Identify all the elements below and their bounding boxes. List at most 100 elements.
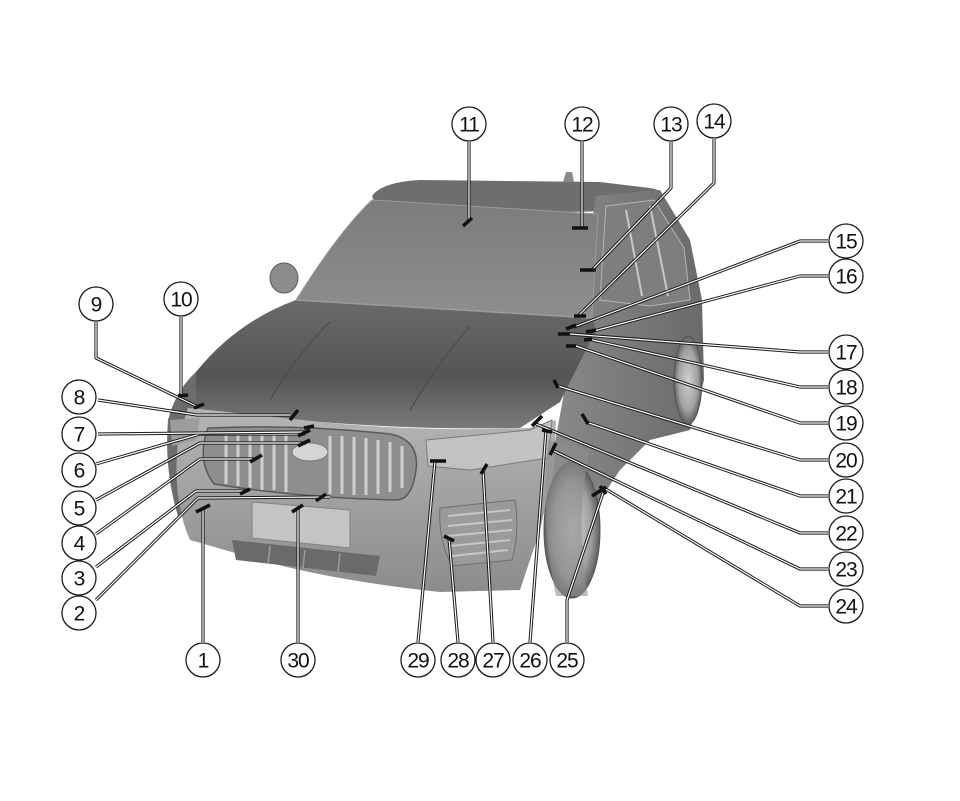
part-marker-9 <box>193 402 205 410</box>
callout-21: 21 <box>828 478 864 514</box>
leader-line-core-2 <box>95 496 331 601</box>
callout-number: 29 <box>407 650 429 673</box>
callout-number: 7 <box>74 424 85 447</box>
callout-number: 12 <box>571 114 593 137</box>
callout-11: 11 <box>451 106 487 142</box>
part-marker-23 <box>548 442 558 456</box>
part-marker-7 <box>303 424 315 430</box>
leader-line-core-24 <box>603 487 828 607</box>
callout-1: 1 <box>185 642 221 678</box>
leader-line-core-19 <box>575 345 828 424</box>
callout-circle-icon <box>61 379 97 415</box>
callout-circle-icon <box>828 478 864 514</box>
leader-line-core-20 <box>557 385 828 461</box>
leader-line-core-26 <box>529 429 547 643</box>
callout-14: 14 <box>696 103 732 139</box>
lower-grille-slats <box>267 545 341 573</box>
callout-number: 27 <box>482 650 504 673</box>
part-marker-16 <box>585 328 597 334</box>
callout-number: 4 <box>74 533 86 556</box>
callout-28: 28 <box>440 642 476 678</box>
side-mirror <box>269 262 299 294</box>
hood-crease <box>269 321 331 401</box>
callout-number: 1 <box>198 650 209 673</box>
callout-number: 30 <box>287 650 309 673</box>
callout-7: 7 <box>61 416 97 452</box>
leader-line-core-23 <box>553 450 828 570</box>
leader-line-core-18 <box>587 338 828 388</box>
part-marker-3 <box>239 487 251 496</box>
leader-line-core-25 <box>566 489 605 642</box>
callout-5: 5 <box>61 490 97 526</box>
callout-18: 18 <box>828 369 864 405</box>
callout-30: 30 <box>280 642 316 678</box>
leader-line-core-14 <box>577 139 715 317</box>
callout-circle-icon <box>828 551 864 587</box>
leader-line-core-28 <box>448 537 459 643</box>
callout-20: 20 <box>828 442 864 478</box>
leader-line-core-15 <box>573 240 828 328</box>
callout-number: 28 <box>447 650 469 673</box>
license-plate <box>251 501 351 549</box>
callout-15: 15 <box>828 223 864 259</box>
callout-17: 17 <box>828 334 864 370</box>
callout-number: 17 <box>835 342 857 365</box>
leader-line-core-16 <box>589 275 828 333</box>
leader-line-core-4 <box>95 458 256 535</box>
callout-number: 9 <box>91 294 102 317</box>
callout-circle-icon <box>475 642 511 678</box>
callout-circle-icon <box>653 106 689 142</box>
part-marker-4 <box>249 453 263 464</box>
callout-circle-icon <box>61 416 97 452</box>
callout-number: 26 <box>519 650 541 673</box>
callout-circle-icon <box>828 258 864 294</box>
callout-circle-icon <box>78 286 114 322</box>
part-marker-6 <box>297 428 311 438</box>
leader-line-core-29 <box>417 460 436 643</box>
callout-number: 16 <box>835 266 857 289</box>
part-marker-20 <box>552 379 560 389</box>
callout-12: 12 <box>564 106 600 142</box>
callout-circle-icon <box>61 595 97 631</box>
callout-8: 8 <box>61 379 97 415</box>
leader-line-core-22 <box>535 423 828 534</box>
callout-circle-icon <box>280 642 316 678</box>
callout-4: 4 <box>61 525 97 561</box>
window-pillar <box>649 205 669 297</box>
callout-circle-icon <box>512 642 548 678</box>
callout-number: 11 <box>459 114 479 137</box>
leader-line-core-3 <box>95 490 246 568</box>
callout-number: 3 <box>74 568 85 591</box>
callout-number: 21 <box>835 486 857 509</box>
callout-number: 20 <box>835 450 857 473</box>
callout-circle-icon <box>828 588 864 624</box>
callout-2: 2 <box>61 595 97 631</box>
callout-number: 5 <box>74 498 85 521</box>
callout-9: 9 <box>78 286 114 322</box>
callout-6: 6 <box>61 452 97 488</box>
intake-slats <box>447 509 513 557</box>
callout-number: 19 <box>835 413 857 436</box>
part-marker-15 <box>565 323 577 331</box>
part-marker-27 <box>479 463 489 475</box>
antenna <box>563 172 574 182</box>
leader-line-core-21 <box>585 421 828 497</box>
callout-23: 23 <box>828 551 864 587</box>
wheel-arch <box>545 440 590 596</box>
callout-number: 25 <box>556 650 578 673</box>
callout-circle-icon <box>828 334 864 370</box>
callout-number: 2 <box>74 603 85 626</box>
callout-circle-icon <box>828 405 864 441</box>
hood <box>186 300 596 429</box>
callout-circle-icon <box>400 642 436 678</box>
leader-line-core-27 <box>482 469 494 643</box>
part-marker-1 <box>195 503 211 514</box>
callout-circle-icon <box>61 452 97 488</box>
part-marker-2 <box>314 492 328 503</box>
callout-25: 25 <box>549 642 585 678</box>
callout-circle-icon <box>61 525 97 561</box>
callout-circle-icon <box>440 642 476 678</box>
callout-10: 10 <box>163 281 199 317</box>
